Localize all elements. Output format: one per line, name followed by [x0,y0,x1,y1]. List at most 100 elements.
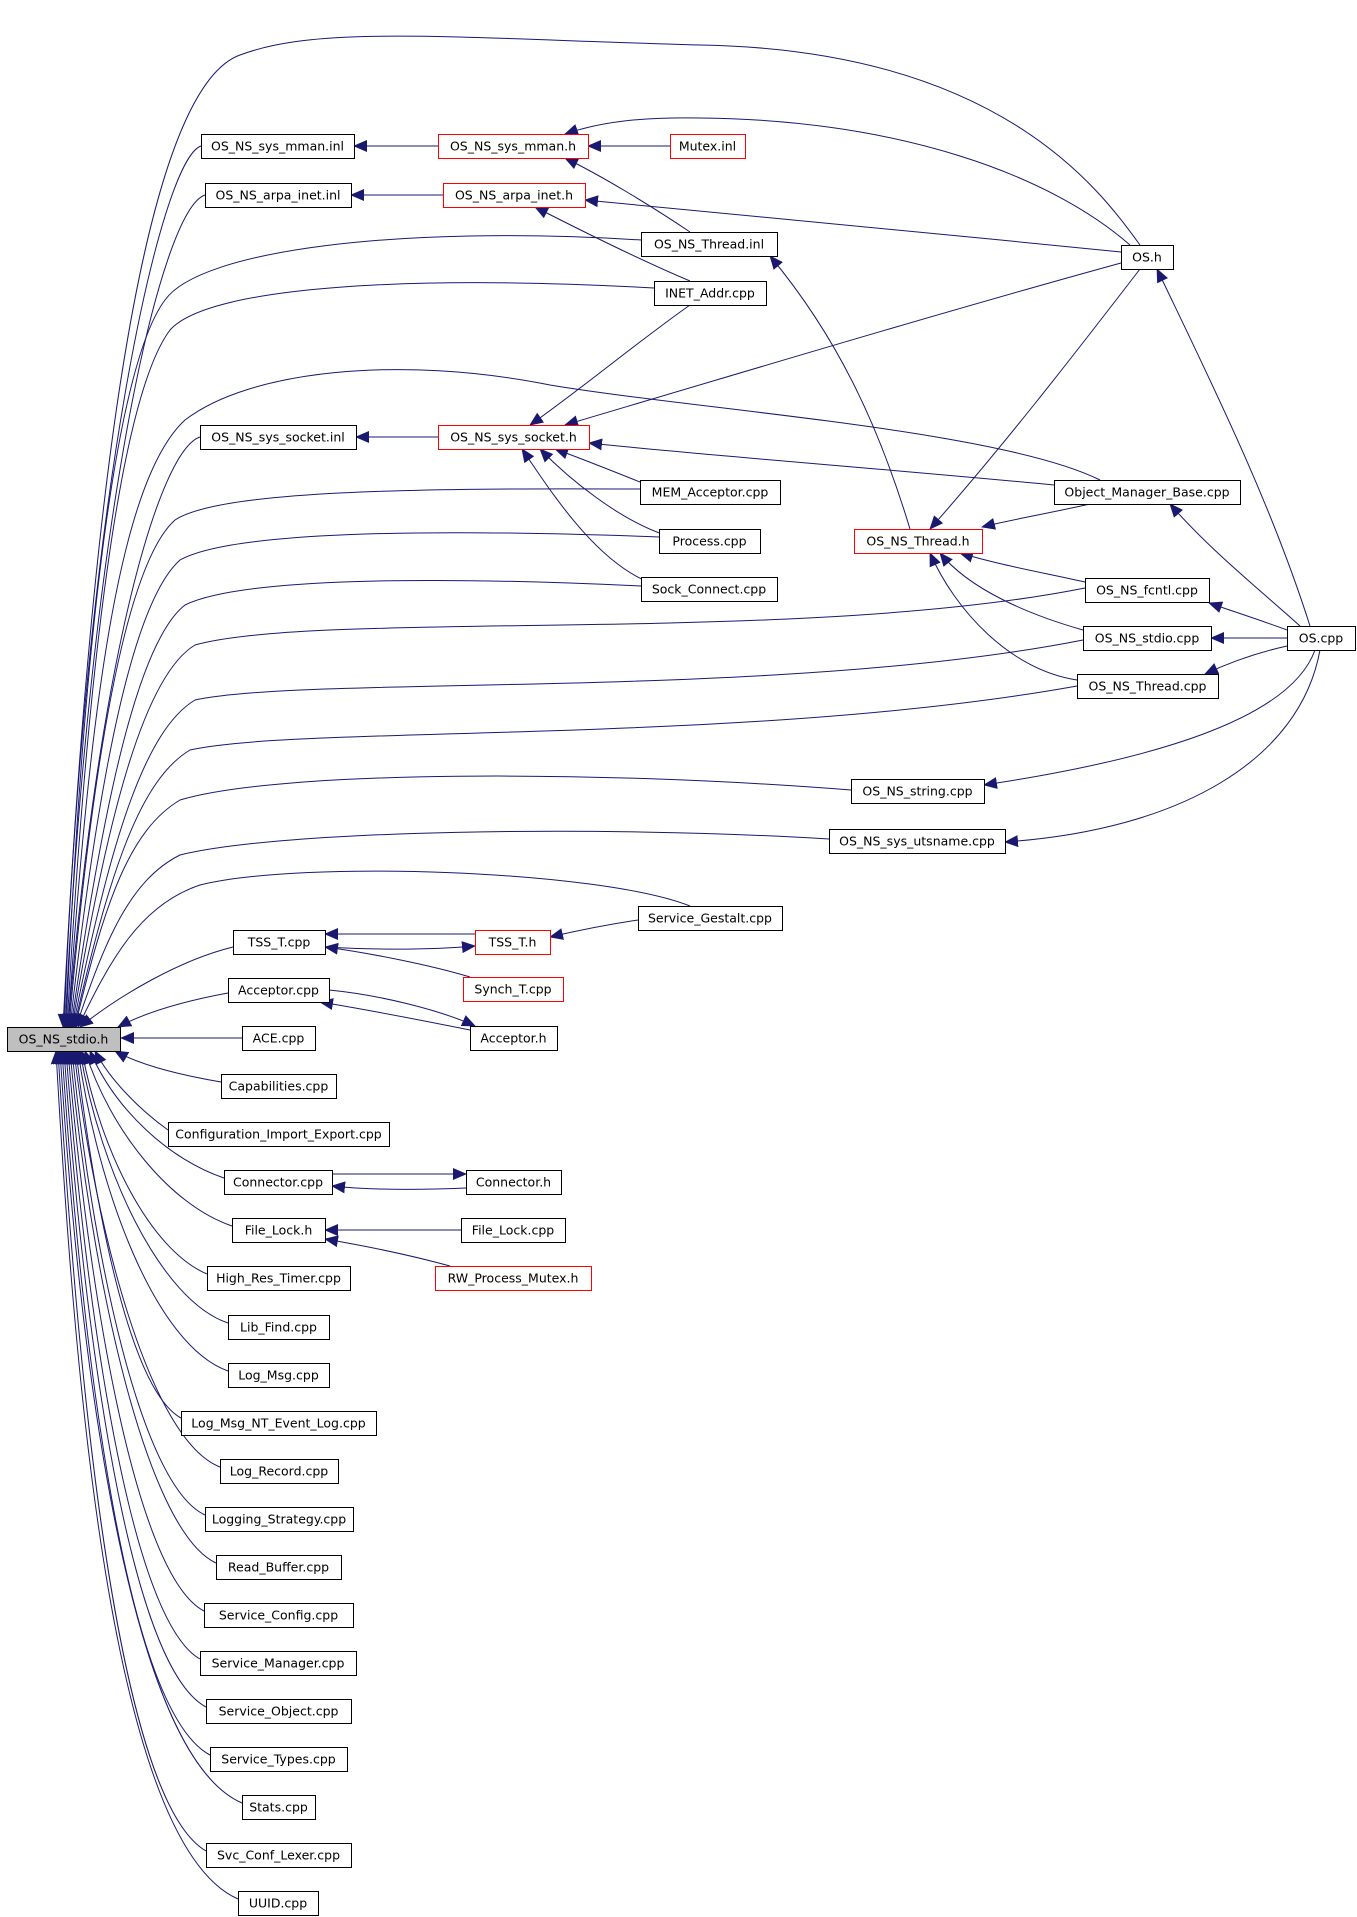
node-rw-process-mutex-h[interactable]: RW_Process_Mutex.h [435,1266,592,1291]
node-service-object-cpp[interactable]: Service_Object.cpp [206,1699,352,1724]
node-os-ns-stdio-cpp[interactable]: OS_NS_stdio.cpp [1083,626,1212,651]
node-object-manager-base-cpp[interactable]: Object_Manager_Base.cpp [1054,480,1241,505]
edge-inet-addr-cpp-to-os-ns-stdio-h [61,282,655,1028]
node-label: Process.cpp [672,534,746,549]
node-os-ns-sys-mman-h[interactable]: OS_NS_sys_mman.h [438,134,589,159]
node-log-msg-cpp[interactable]: Log_Msg.cpp [228,1363,330,1388]
edge-acceptor-cpp-to-acceptor-h [328,989,476,1027]
node-os-ns-arpa-inet-inl[interactable]: OS_NS_arpa_inet.inl [205,183,352,208]
node-box [210,1747,348,1772]
node-service-gestalt-cpp[interactable]: Service_Gestalt.cpp [638,906,783,931]
node-synch-t-cpp[interactable]: Synch_T.cpp [463,977,564,1002]
node-label: OS_NS_stdio.h [19,1032,109,1047]
node-high-res-timer-cpp[interactable]: High_Res_Timer.cpp [207,1266,351,1291]
node-label: INET_Addr.cpp [665,286,755,301]
node-label: Stats.cpp [249,1800,308,1815]
edge-os-cpp-to-os-ns-fcntl-cpp [1208,601,1288,631]
node-box [201,134,355,159]
node-tss-t-cpp[interactable]: TSS_T.cpp [233,930,326,955]
node-acceptor-cpp[interactable]: Acceptor.cpp [228,978,330,1003]
edge-os-ns-fcntl-cpp-to-os-ns-thread-h [959,550,1086,583]
node-label: OS_NS_stdio.cpp [1095,631,1200,646]
node-file-lock-h[interactable]: File_Lock.h [232,1218,326,1243]
node-svc-conf-lexer-cpp[interactable]: Svc_Conf_Lexer.cpp [206,1843,352,1868]
node-inet-addr-cpp[interactable]: INET_Addr.cpp [654,281,767,306]
node-connector-cpp[interactable]: Connector.cpp [224,1170,333,1195]
node-connector-h[interactable]: Connector.h [466,1170,562,1195]
node-box [851,779,985,804]
node-process-cpp[interactable]: Process.cpp [659,529,761,554]
node-mem-acceptor-cpp[interactable]: MEM_Acceptor.cpp [640,480,781,505]
edge-read-buffer-cpp-to-os-ns-stdio-h [65,1050,217,1564]
node-acceptor-h[interactable]: Acceptor.h [470,1026,558,1051]
node-label: High_Res_Timer.cpp [216,1271,341,1286]
node-uuid-cpp[interactable]: UUID.cpp [238,1891,319,1916]
node-os-ns-fcntl-cpp[interactable]: OS_NS_fcntl.cpp [1085,578,1210,603]
node-label: TSS_T.cpp [247,935,311,950]
node-box [654,281,767,306]
node-label: MEM_Acceptor.cpp [652,485,769,500]
edge-os-h-to-os-ns-sys-socket-h [564,262,1122,428]
node-os-h[interactable]: OS.h [1121,245,1174,270]
node-ace-cpp[interactable]: ACE.cpp [242,1026,316,1051]
edge-file-lock-h-to-os-ns-stdio-h [83,1050,233,1227]
node-tss-t-h[interactable]: TSS_T.h [475,930,551,955]
node-box [438,425,590,450]
node-label: Acceptor.cpp [238,983,319,998]
node-box [438,134,589,159]
edge-acceptor-cpp-to-os-ns-stdio-h [117,992,229,1028]
node-service-config-cpp[interactable]: Service_Config.cpp [204,1603,354,1628]
edge-configuration-import-export-cpp-to-os-ns-stdio-h [94,1050,169,1131]
node-os-ns-thread-inl[interactable]: OS_NS_Thread.inl [641,232,778,257]
node-os-ns-sys-utsname-cpp[interactable]: OS_NS_sys_utsname.cpp [829,829,1006,854]
edge-log-record-cpp-to-os-ns-stdio-h [69,1050,221,1468]
edge-rw-process-mutex-h-to-file-lock-h [324,1235,451,1267]
node-label: Sock_Connect.cpp [652,582,766,597]
node-os-ns-thread-h[interactable]: OS_NS_Thread.h [854,529,983,554]
edge-capabilities-cpp-to-os-ns-stdio-h [114,1050,222,1083]
node-label: Service_Manager.cpp [212,1656,345,1671]
node-os-ns-thread-cpp[interactable]: OS_NS_Thread.cpp [1077,674,1219,699]
node-service-manager-cpp[interactable]: Service_Manager.cpp [200,1651,357,1676]
node-box [233,930,326,955]
node-os-ns-sys-mman-inl[interactable]: OS_NS_sys_mman.inl [201,134,355,159]
node-label: Capabilities.cpp [229,1079,329,1094]
node-os-ns-sys-socket-inl[interactable]: OS_NS_sys_socket.inl [200,425,357,450]
node-label: TSS_T.h [488,935,537,950]
edge-os-h-to-os-ns-arpa-inet-h [584,195,1122,253]
node-box [1121,245,1174,270]
node-file-lock-cpp[interactable]: File_Lock.cpp [461,1218,566,1243]
node-box [638,906,783,931]
edge-service-types-cpp-to-os-ns-stdio-h [56,1050,211,1756]
node-box [641,577,778,602]
edge-stats-cpp-to-os-ns-stdio-h [54,1050,243,1804]
node-capabilities-cpp[interactable]: Capabilities.cpp [221,1074,337,1099]
node-service-types-cpp[interactable]: Service_Types.cpp [210,1747,348,1772]
node-configuration-import-export-cpp[interactable]: Configuration_Import_Export.cpp [168,1122,390,1147]
node-logging-strategy-cpp[interactable]: Logging_Strategy.cpp [205,1507,354,1532]
node-os-ns-string-cpp[interactable]: OS_NS_string.cpp [851,779,985,804]
node-box [466,1170,562,1195]
node-box [443,183,586,208]
node-lib-find-cpp[interactable]: Lib_Find.cpp [228,1315,330,1340]
node-label: Log_Record.cpp [230,1464,329,1479]
node-log-record-cpp[interactable]: Log_Record.cpp [220,1459,339,1484]
edge-acceptor-h-to-acceptor-cpp [319,998,471,1031]
node-mutex-inl[interactable]: Mutex.inl [670,134,746,159]
node-box [640,480,781,505]
node-log-msg-nt-event-log-cpp[interactable]: Log_Msg_NT_Event_Log.cpp [181,1411,377,1436]
node-stats-cpp[interactable]: Stats.cpp [242,1795,316,1820]
node-read-buffer-cpp[interactable]: Read_Buffer.cpp [216,1555,342,1580]
node-os-ns-sys-socket-h[interactable]: OS_NS_sys_socket.h [438,425,590,450]
node-os-cpp[interactable]: OS.cpp [1287,626,1356,651]
node-os-ns-stdio-h[interactable]: OS_NS_stdio.h [7,1027,121,1052]
edge-connector-cpp-to-os-ns-stdio-h [89,1050,225,1179]
node-os-ns-arpa-inet-h[interactable]: OS_NS_arpa_inet.h [443,183,586,208]
node-box [659,529,761,554]
node-sock-connect-cpp[interactable]: Sock_Connect.cpp [641,577,778,602]
edge-logging-strategy-cpp-to-os-ns-stdio-h [67,1050,206,1516]
node-label: UUID.cpp [249,1896,307,1911]
edge-uuid-cpp-to-os-ns-stdio-h [50,1050,239,1900]
edge-service-object-cpp-to-os-ns-stdio-h [58,1050,207,1708]
